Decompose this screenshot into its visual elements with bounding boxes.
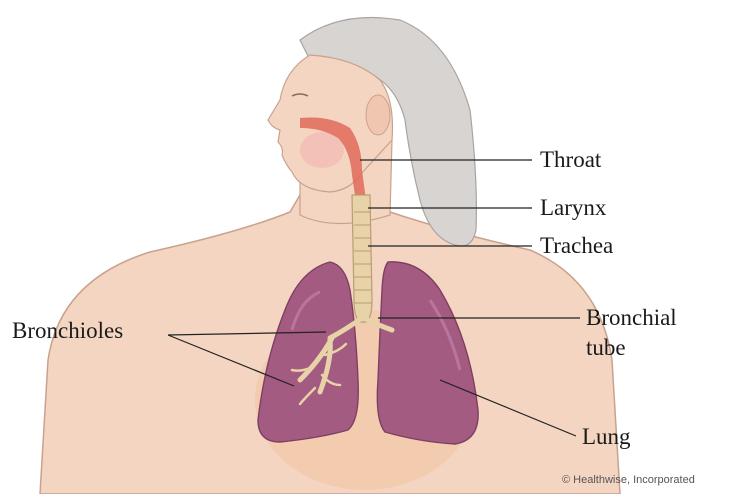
copyright-credit: © Healthwise, Incorporated [562, 474, 695, 486]
label-bronchial-tube-line1: Bronchial [586, 305, 677, 331]
label-throat: Throat [540, 147, 601, 173]
label-trachea: Trachea [540, 233, 613, 259]
label-lung: Lung [582, 424, 631, 450]
label-larynx: Larynx [540, 195, 606, 221]
label-bronchioles: Bronchioles [12, 318, 123, 344]
label-bronchial-tube-line2: tube [586, 335, 626, 361]
